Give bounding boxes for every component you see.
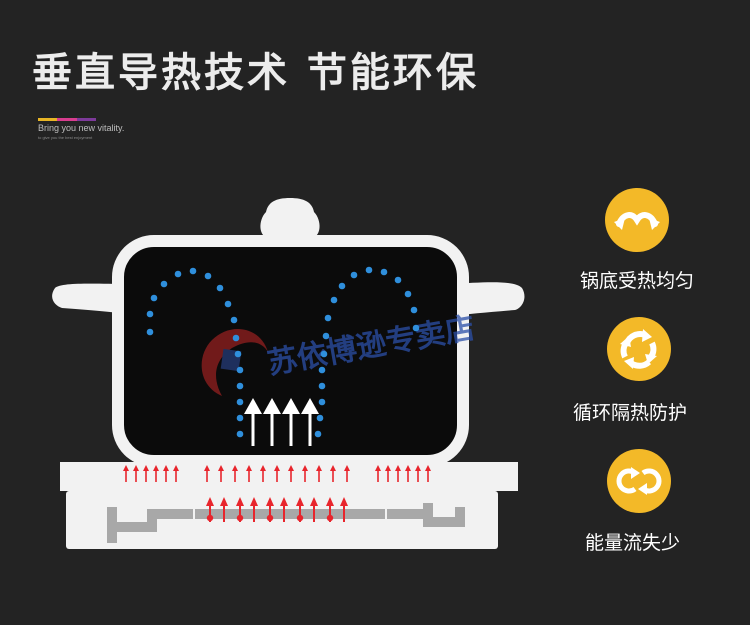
feature-label-cycle: 循环隔热防护 <box>573 402 688 424</box>
convection-dots <box>146 266 420 438</box>
pot-handle-left <box>52 283 130 314</box>
tagline-sub: to give you the best enjoyment <box>38 135 93 140</box>
lid-knob <box>260 198 320 238</box>
tagline-bar-purple <box>76 118 96 121</box>
heat-rise-arrows <box>244 398 319 446</box>
loop-arrows-icon <box>607 449 671 513</box>
pot-body <box>112 235 469 467</box>
feature-label-even-heat: 锅底受热均匀 <box>580 270 695 292</box>
stove-base <box>66 491 498 549</box>
cycle-arrows-icon <box>607 317 671 381</box>
plate-heat-arrows <box>123 465 431 482</box>
even-heat-icon <box>605 188 669 252</box>
feature-label-energy: 能量流失少 <box>585 532 681 554</box>
heating-coil <box>107 503 465 543</box>
tagline-bar-pink <box>57 118 77 121</box>
tagline-main: Bring you new vitality. <box>38 123 125 133</box>
page-title: 垂直导热技术 节能环保 <box>32 50 479 96</box>
coil-heat-arrows <box>206 497 348 522</box>
tagline-bar-yellow <box>38 118 58 121</box>
tagline-color-bars <box>38 118 96 121</box>
